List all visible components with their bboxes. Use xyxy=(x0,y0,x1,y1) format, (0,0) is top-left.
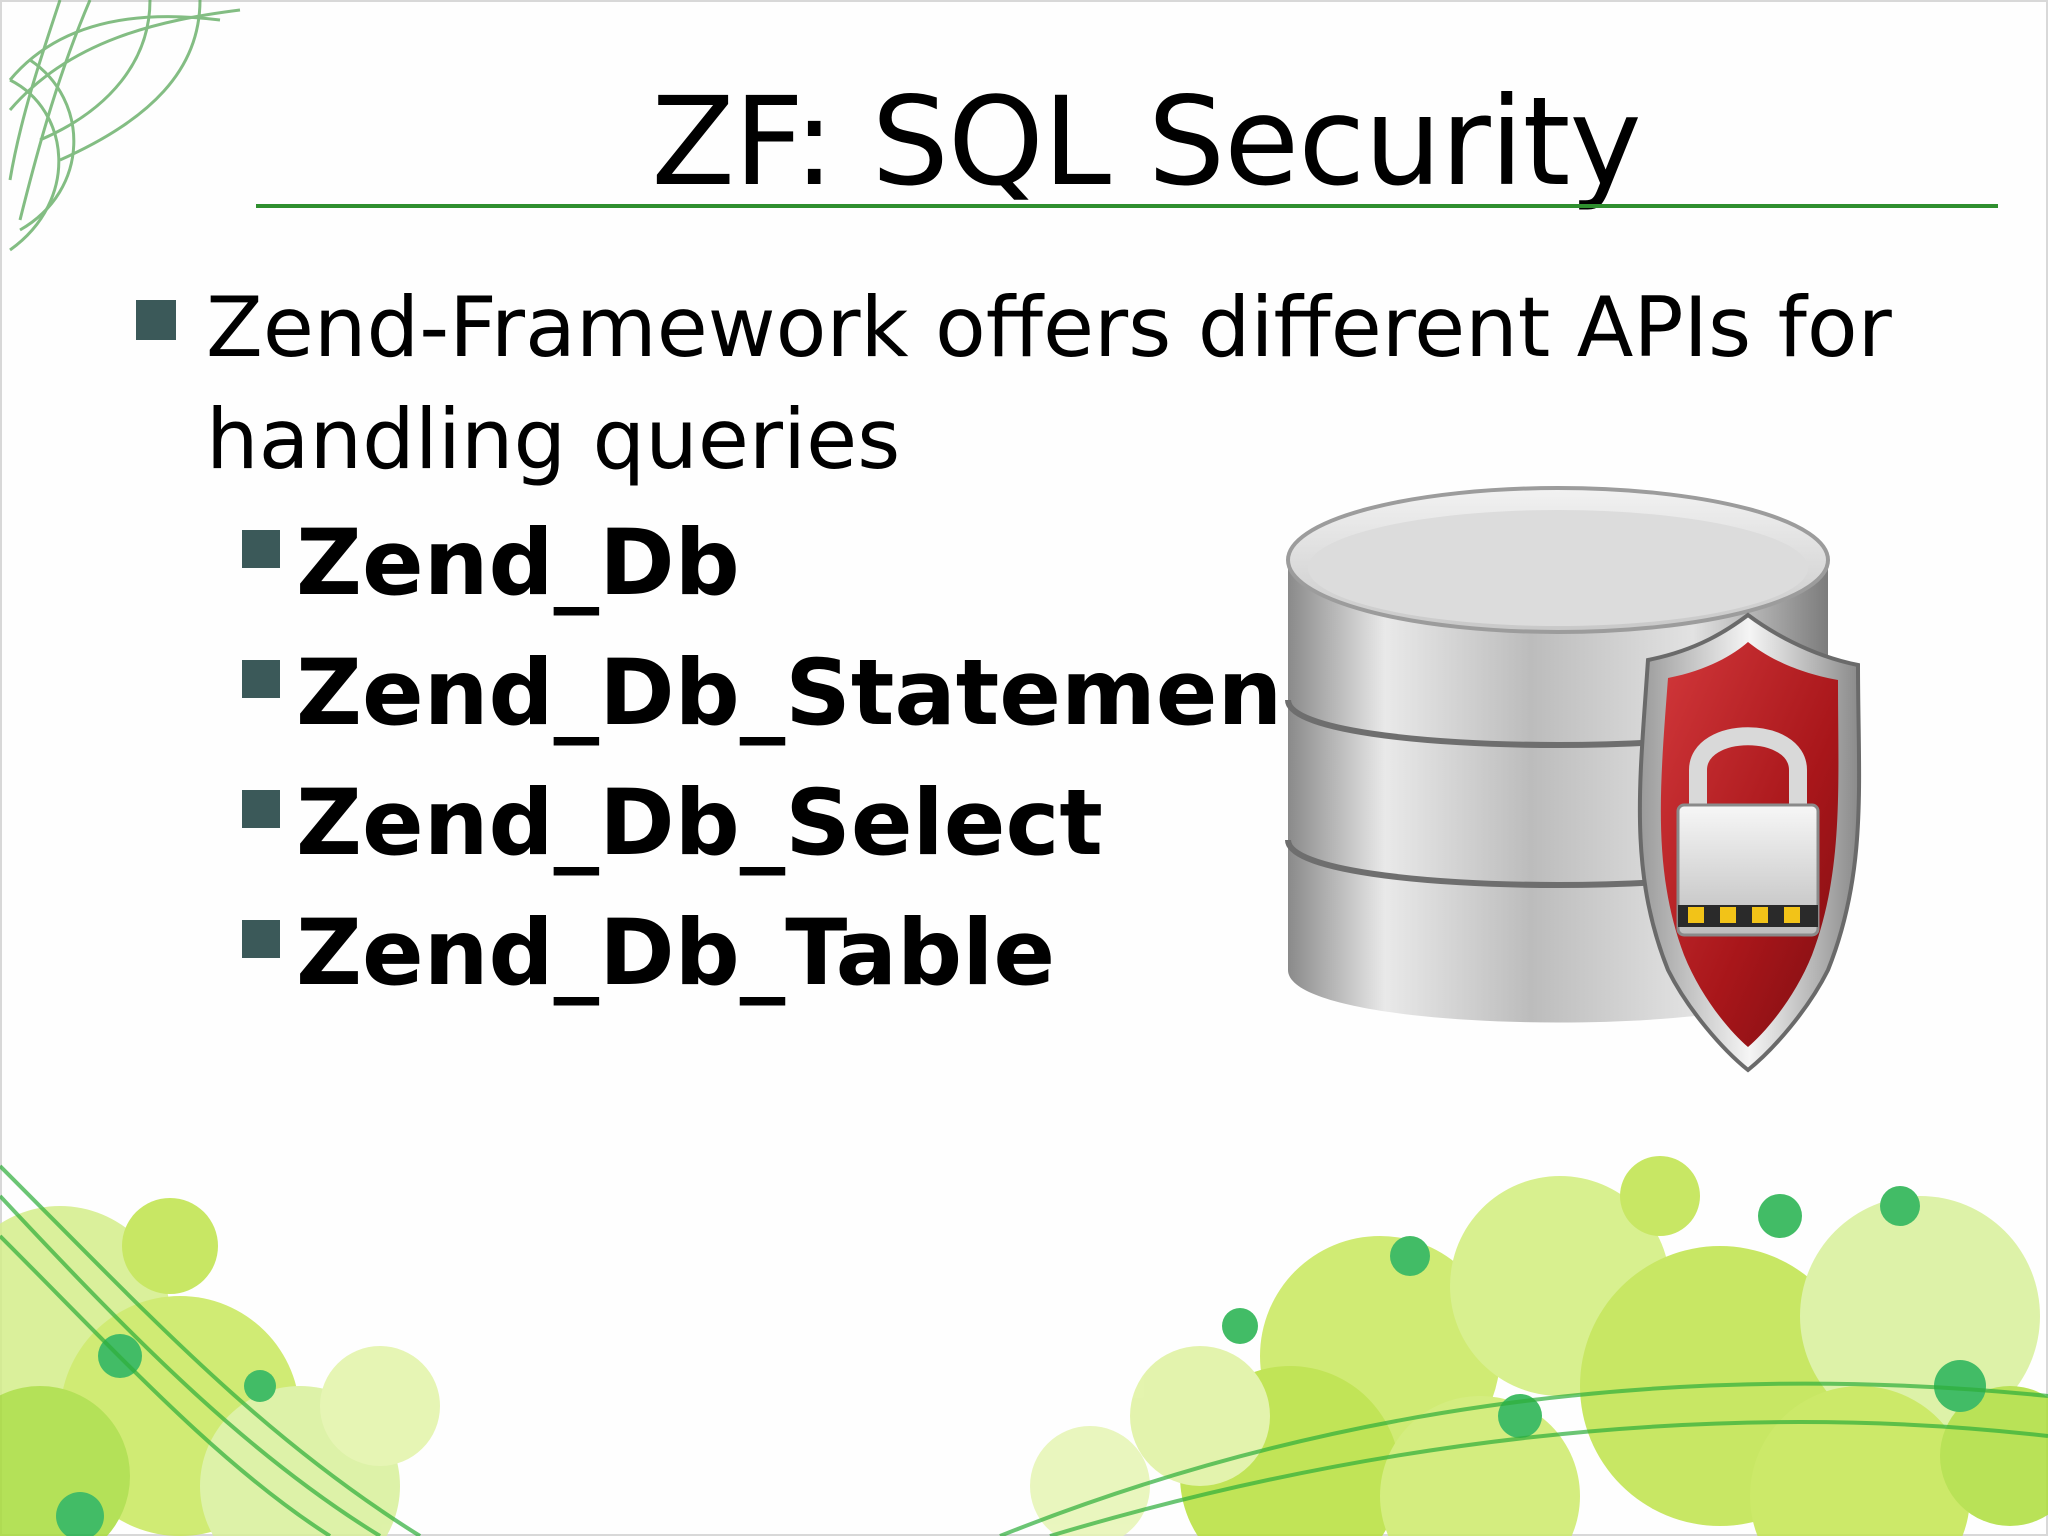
title-underline xyxy=(256,204,1998,208)
main-bullet: Zend-Framework offers different APIs for… xyxy=(136,272,1906,496)
sub-bullet-list: Zend_Db Zend_Db_Statemen Zend_Db_Select … xyxy=(242,508,1283,1028)
swirl-decoration xyxy=(8,0,241,252)
square-bullet-icon xyxy=(242,530,280,568)
square-bullet-icon xyxy=(242,660,280,698)
slide-title: ZF: SQL Security xyxy=(651,71,1641,213)
square-bullet-icon xyxy=(242,920,280,958)
list-item-label: Zend_Db xyxy=(296,511,740,616)
square-bullet-icon xyxy=(242,790,280,828)
list-item: Zend_Db_Statemen xyxy=(242,638,1283,768)
bubbles-decoration xyxy=(0,1156,2048,1536)
list-item-label: Zend_Db_Statemen xyxy=(296,641,1283,746)
main-bullet-text: Zend-Framework offers different APIs for… xyxy=(206,279,1892,488)
list-item: Zend_Db_Select xyxy=(242,768,1282,898)
secure-database-icon xyxy=(1285,486,1862,1073)
list-item-label: Zend_Db_Select xyxy=(296,771,1103,876)
list-item-label: Zend_Db_Table xyxy=(296,901,1056,1006)
square-bullet-icon xyxy=(136,300,176,340)
list-item: Zend_Db xyxy=(242,508,1282,638)
list-item: Zend_Db_Table xyxy=(242,898,1282,1028)
